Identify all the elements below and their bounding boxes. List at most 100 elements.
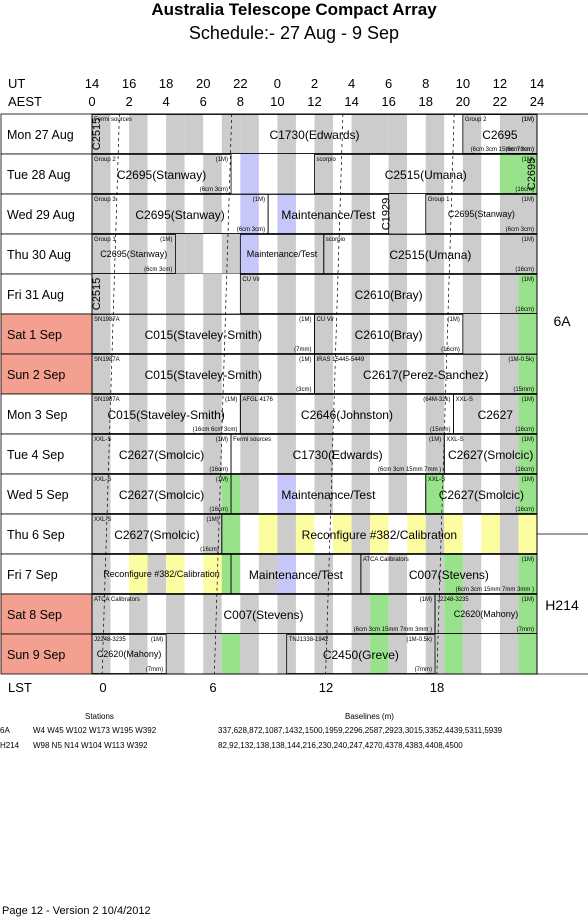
hour-band (258, 354, 278, 394)
aest-tick-label: 4 (163, 94, 170, 109)
hour-band (258, 554, 278, 594)
correlator-label: (1M) (522, 237, 534, 243)
correlator-label: (1M-0.5k) (508, 357, 534, 363)
hour-band (129, 514, 148, 554)
hour-band (407, 234, 426, 274)
hour-band (240, 474, 259, 514)
hour-band (351, 354, 371, 394)
hour-band (499, 634, 519, 674)
hour-band (518, 554, 537, 594)
hour-band (221, 274, 241, 314)
hour-band (351, 274, 371, 314)
band-label: (6cm 3cm 15mm 7mm 3mm ) (456, 587, 534, 593)
hour-band (147, 394, 167, 434)
hour-band (184, 554, 204, 594)
project-label: C2515(Umana) (389, 248, 471, 262)
hour-band (129, 274, 148, 314)
day-label-cell (0, 113, 93, 155)
source-label: Fermi sources (94, 117, 132, 123)
hour-band (147, 274, 167, 314)
hour-band (388, 154, 408, 194)
hour-band (444, 634, 463, 674)
source-label: SN1987A (94, 357, 120, 363)
config-6a-stations: W4 W45 W102 W173 W195 W392 (33, 726, 157, 735)
band-label: (16cm) (209, 507, 228, 513)
hour-band (407, 394, 426, 434)
source-label: SN1987A (94, 317, 120, 323)
hour-band (240, 274, 259, 314)
day-label: Fri 31 Aug (7, 288, 64, 302)
hour-band (388, 354, 408, 394)
hour-band (314, 274, 334, 314)
hour-band (295, 234, 315, 274)
hour-band (462, 434, 482, 474)
hour-band (370, 474, 389, 514)
hour-band (110, 314, 130, 354)
hour-band (203, 474, 222, 514)
hour-band (258, 314, 278, 354)
project-label: C2627(Smolcic) (439, 488, 524, 502)
hour-band (444, 194, 463, 234)
correlator-label: (1M) (522, 117, 534, 123)
hour-band (147, 434, 167, 474)
hour-band (110, 114, 130, 154)
ut-tick-label: 12 (493, 76, 507, 91)
project-label: C015(Staveley-Smith) (145, 328, 262, 342)
hour-band (184, 194, 204, 234)
config-h214-baselines: 82,92,132,138,138,144,216,230,240,247,42… (218, 741, 463, 750)
source-label: AFGL 4176 (242, 397, 273, 403)
source-label: Group 1 (94, 237, 116, 243)
correlator-label: (1M) (253, 197, 265, 203)
hour-band (258, 474, 278, 514)
day-label: Tue 28 Aug (7, 168, 71, 182)
hour-band (277, 514, 296, 554)
hour-band (518, 514, 537, 554)
hour-band (147, 474, 167, 514)
hour-band (425, 434, 445, 474)
hour-band (351, 434, 371, 474)
aest-tick-label: 12 (307, 94, 321, 109)
hour-band (295, 154, 315, 194)
hour-band (407, 354, 426, 394)
hour-band (92, 634, 111, 674)
source-label: J2248-3235 (437, 597, 469, 603)
hour-band (295, 514, 315, 554)
hour-band (333, 234, 352, 274)
hour-band (333, 554, 352, 594)
correlator-label: (1M-0.5k) (406, 637, 432, 643)
hour-band (499, 554, 519, 594)
hour-band (147, 234, 167, 274)
hour-band (388, 314, 408, 354)
project-label: C2627 (478, 408, 514, 422)
hour-band (407, 514, 426, 554)
hour-band (388, 554, 408, 594)
aest-tick-label: 22 (493, 94, 507, 109)
hour-band (499, 594, 519, 634)
hour-band (518, 154, 537, 194)
hour-band (314, 154, 334, 194)
aest-tick-label: 14 (344, 94, 358, 109)
aest-tick-label: 2 (125, 94, 132, 109)
hour-band (295, 634, 315, 674)
hour-band (499, 314, 519, 354)
hour-band (462, 554, 482, 594)
hour-band (314, 594, 334, 634)
lst-axis-label: LST (8, 680, 32, 695)
hour-band (258, 154, 278, 194)
hour-band (481, 194, 500, 234)
hour-band (481, 114, 500, 154)
hour-band (129, 154, 148, 194)
hour-band (221, 394, 241, 434)
hour-band (295, 194, 315, 234)
hour-band (481, 154, 500, 194)
hour-band (370, 154, 389, 194)
hour-band (499, 194, 519, 234)
band-label: (15mm) (430, 427, 451, 433)
hour-band (277, 354, 296, 394)
hour-band (166, 634, 185, 674)
hour-band (184, 314, 204, 354)
source-label: Group 2 (465, 117, 487, 123)
hour-band (277, 314, 296, 354)
hour-band (166, 394, 185, 434)
hour-band (444, 234, 463, 274)
